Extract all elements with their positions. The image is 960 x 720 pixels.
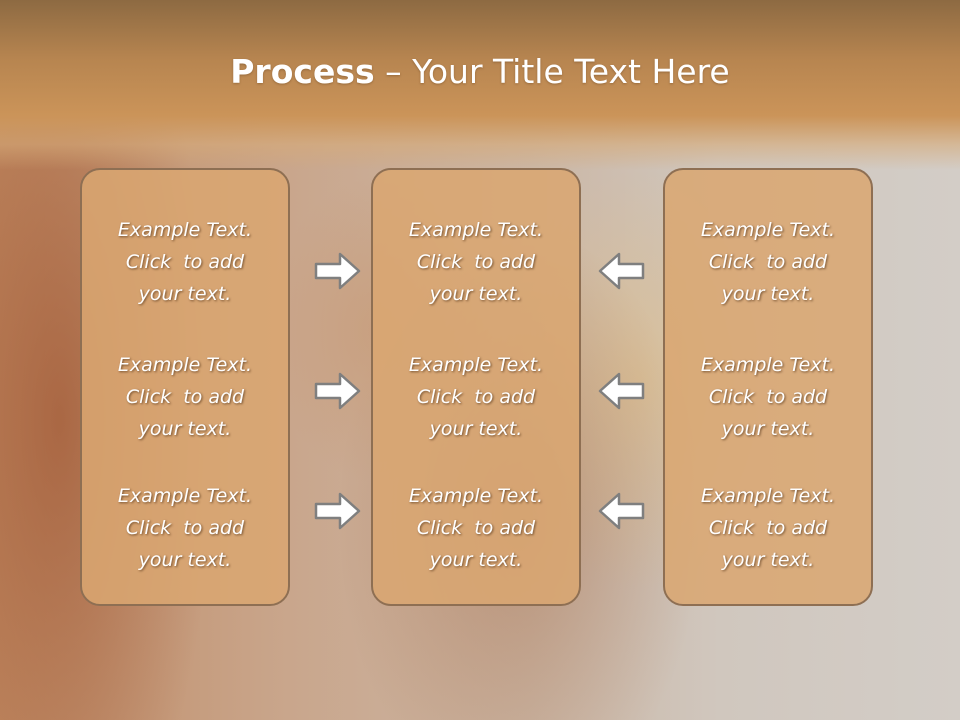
text-line: Example Text. — [117, 485, 253, 507]
text-line: Click to add — [708, 517, 828, 539]
text-placeholder[interactable]: Example Text. Click to add your text. — [82, 480, 288, 576]
title-band — [0, 0, 960, 170]
text-line: Example Text. — [117, 219, 253, 241]
text-placeholder[interactable]: Example Text. Click to add your text. — [665, 214, 871, 310]
title-rest-part: – Your Title Text Here — [374, 52, 730, 91]
text-placeholder[interactable]: Example Text. Click to add your text. — [373, 214, 579, 310]
text-line: Example Text. — [700, 485, 836, 507]
text-placeholder[interactable]: Example Text. Click to add your text. — [665, 480, 871, 576]
text-line: Click to add — [416, 251, 536, 273]
arrow-left-icon — [598, 372, 645, 410]
text-line: Click to add — [416, 517, 536, 539]
text-line: Example Text. — [408, 219, 544, 241]
text-line: Example Text. — [117, 354, 253, 376]
text-placeholder[interactable]: Example Text. Click to add your text. — [373, 480, 579, 576]
arrow-right-icon — [314, 372, 361, 410]
arrow-right-icon — [314, 252, 361, 290]
text-line: your text. — [721, 549, 815, 571]
text-line: your text. — [429, 283, 523, 305]
text-line: Click to add — [125, 251, 245, 273]
text-line: your text. — [721, 418, 815, 440]
text-line: Example Text. — [700, 219, 836, 241]
text-placeholder[interactable]: Example Text. Click to add your text. — [82, 214, 288, 310]
right-text-box[interactable]: Example Text. Click to add your text. Ex… — [663, 168, 873, 606]
arrow-right-icon — [314, 492, 361, 530]
text-placeholder[interactable]: Example Text. Click to add your text. — [373, 349, 579, 445]
arrow-left-icon — [598, 252, 645, 290]
title-bold-part: Process — [230, 52, 375, 91]
text-line: Click to add — [125, 517, 245, 539]
middle-text-box[interactable]: Example Text. Click to add your text. Ex… — [371, 168, 581, 606]
text-line: Example Text. — [700, 354, 836, 376]
text-line: your text. — [721, 283, 815, 305]
text-placeholder[interactable]: Example Text. Click to add your text. — [82, 349, 288, 445]
text-line: your text. — [138, 418, 232, 440]
arrow-left-icon — [598, 492, 645, 530]
text-line: your text. — [138, 549, 232, 571]
slide-title[interactable]: Process – Your Title Text Here — [0, 52, 960, 91]
text-placeholder[interactable]: Example Text. Click to add your text. — [665, 349, 871, 445]
text-line: your text. — [138, 283, 232, 305]
text-line: Click to add — [416, 386, 536, 408]
text-line: Example Text. — [408, 354, 544, 376]
text-line: Click to add — [125, 386, 245, 408]
text-line: Click to add — [708, 251, 828, 273]
left-text-box[interactable]: Example Text. Click to add your text. Ex… — [80, 168, 290, 606]
text-line: Click to add — [708, 386, 828, 408]
text-line: Example Text. — [408, 485, 544, 507]
text-line: your text. — [429, 549, 523, 571]
text-line: your text. — [429, 418, 523, 440]
